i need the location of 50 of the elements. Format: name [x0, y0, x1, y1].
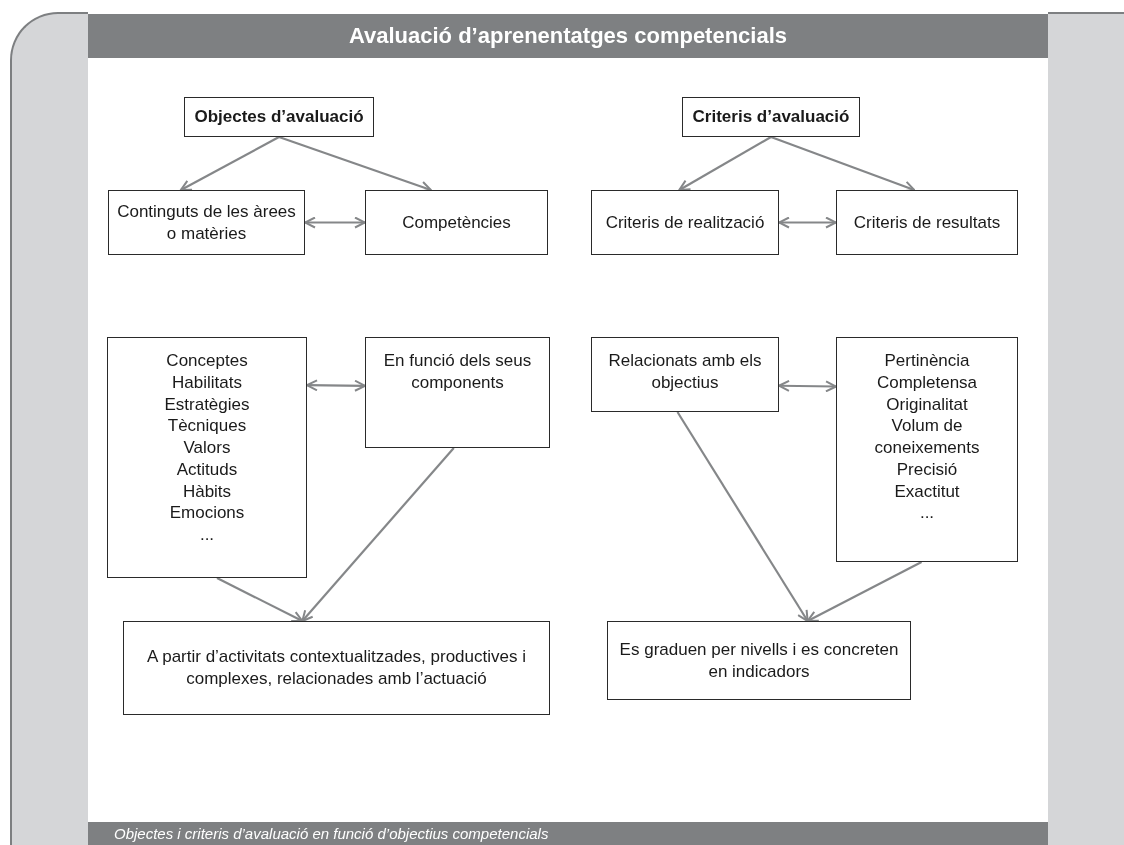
box-text: Emocions: [169, 502, 245, 524]
box-text: Valors: [183, 437, 231, 459]
box-text: Criteris d’avaluació: [692, 106, 850, 128]
text-box: [591, 190, 779, 255]
arrow: [306, 379, 366, 392]
arrow: [301, 447, 455, 622]
box-text: Exactitut: [894, 480, 960, 503]
arrow: [304, 216, 366, 229]
box-text: Pertinència: [884, 350, 970, 372]
arrow: [179, 136, 280, 191]
arrow: [678, 136, 772, 191]
text-box: [365, 337, 550, 448]
box-text: A partir d’activitats contextualitzades, productives i complexes, relacionades amb l’actuació: [146, 646, 527, 690]
text-box: [123, 621, 550, 715]
arrow: [778, 216, 837, 229]
arrow: [806, 561, 923, 622]
box-text: Es graduen per nivells i es concreten en indicadors: [618, 638, 900, 683]
text-box: [365, 190, 548, 255]
box-text: Habilitats: [172, 371, 242, 394]
text-box: [607, 621, 911, 700]
box-text: Competències: [402, 211, 511, 234]
title-bar: Avaluació d’aprenentatges competencials: [88, 14, 1048, 58]
text-box: [107, 337, 307, 578]
box-text: ...: [919, 502, 935, 524]
text-box: [591, 337, 779, 412]
box-text: Estratègies: [164, 393, 250, 416]
arrow: [216, 577, 304, 622]
box-text: Precisió: [896, 458, 958, 481]
arrow: [778, 379, 837, 393]
box-text: ...: [199, 524, 215, 546]
box-text: Volum de coneixements: [873, 415, 981, 459]
caption: Objectes i criteris d’avaluació en funció d’objectius competencials: [114, 825, 549, 842]
text-box: [836, 190, 1018, 255]
box-text: Criteris de realització: [605, 211, 765, 234]
box-text: Tècniques: [167, 415, 247, 437]
box-text: Originalitat: [886, 393, 968, 416]
box-text: Conceptes: [166, 350, 248, 372]
text-box: [108, 190, 305, 255]
arrow: [676, 411, 809, 622]
heading-box: [682, 97, 860, 137]
heading-box: [184, 97, 374, 137]
text-box: [836, 337, 1018, 562]
box-text: Completensa: [876, 371, 978, 394]
box-text: Criteris de resultats: [853, 211, 1001, 234]
box-text: Actituds: [176, 458, 238, 481]
box-text: Objectes d’avaluació: [194, 106, 364, 128]
box-text: Relacionats amb els objectius: [607, 350, 763, 394]
box-text: Hàbits: [182, 480, 232, 503]
box-text: Continguts de les àrees o matèries: [116, 200, 297, 245]
box-text: En funció dels seus components: [382, 350, 533, 394]
